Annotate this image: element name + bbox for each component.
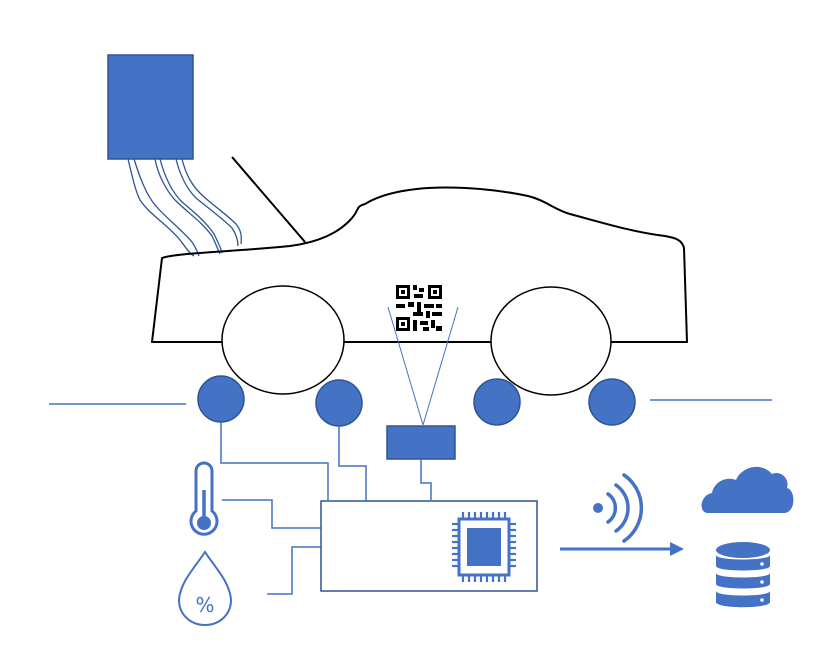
- sensor-wires: [220, 422, 432, 595]
- scanner-camera-icon: [386, 425, 456, 460]
- wheel-sensor-icon: [473, 378, 521, 426]
- charger-box-icon: [107, 54, 194, 160]
- thermometer-icon: [189, 461, 219, 536]
- wheel-sensor-icon: [588, 378, 636, 426]
- scanner-view-cone: [387, 306, 459, 426]
- front-wheel: [221, 285, 345, 395]
- wheel-sensor-icon: [197, 375, 245, 423]
- wireless-signal-icon: [593, 473, 644, 543]
- cloud-icon: [701, 466, 794, 513]
- open-hood-line: [231, 156, 306, 243]
- database-icon: [716, 542, 770, 608]
- humidity-percent-symbol: %: [195, 593, 214, 617]
- microchip-icon: [452, 512, 516, 582]
- humidity-drop-icon: %: [177, 550, 233, 627]
- wheel-sensor-icon: [315, 379, 363, 427]
- qr-code-icon: [396, 285, 442, 331]
- arrow-right-icon: [560, 542, 684, 556]
- charging-cables: [127, 158, 242, 257]
- rear-wheel: [490, 286, 612, 396]
- wheel-sensors: [197, 375, 636, 427]
